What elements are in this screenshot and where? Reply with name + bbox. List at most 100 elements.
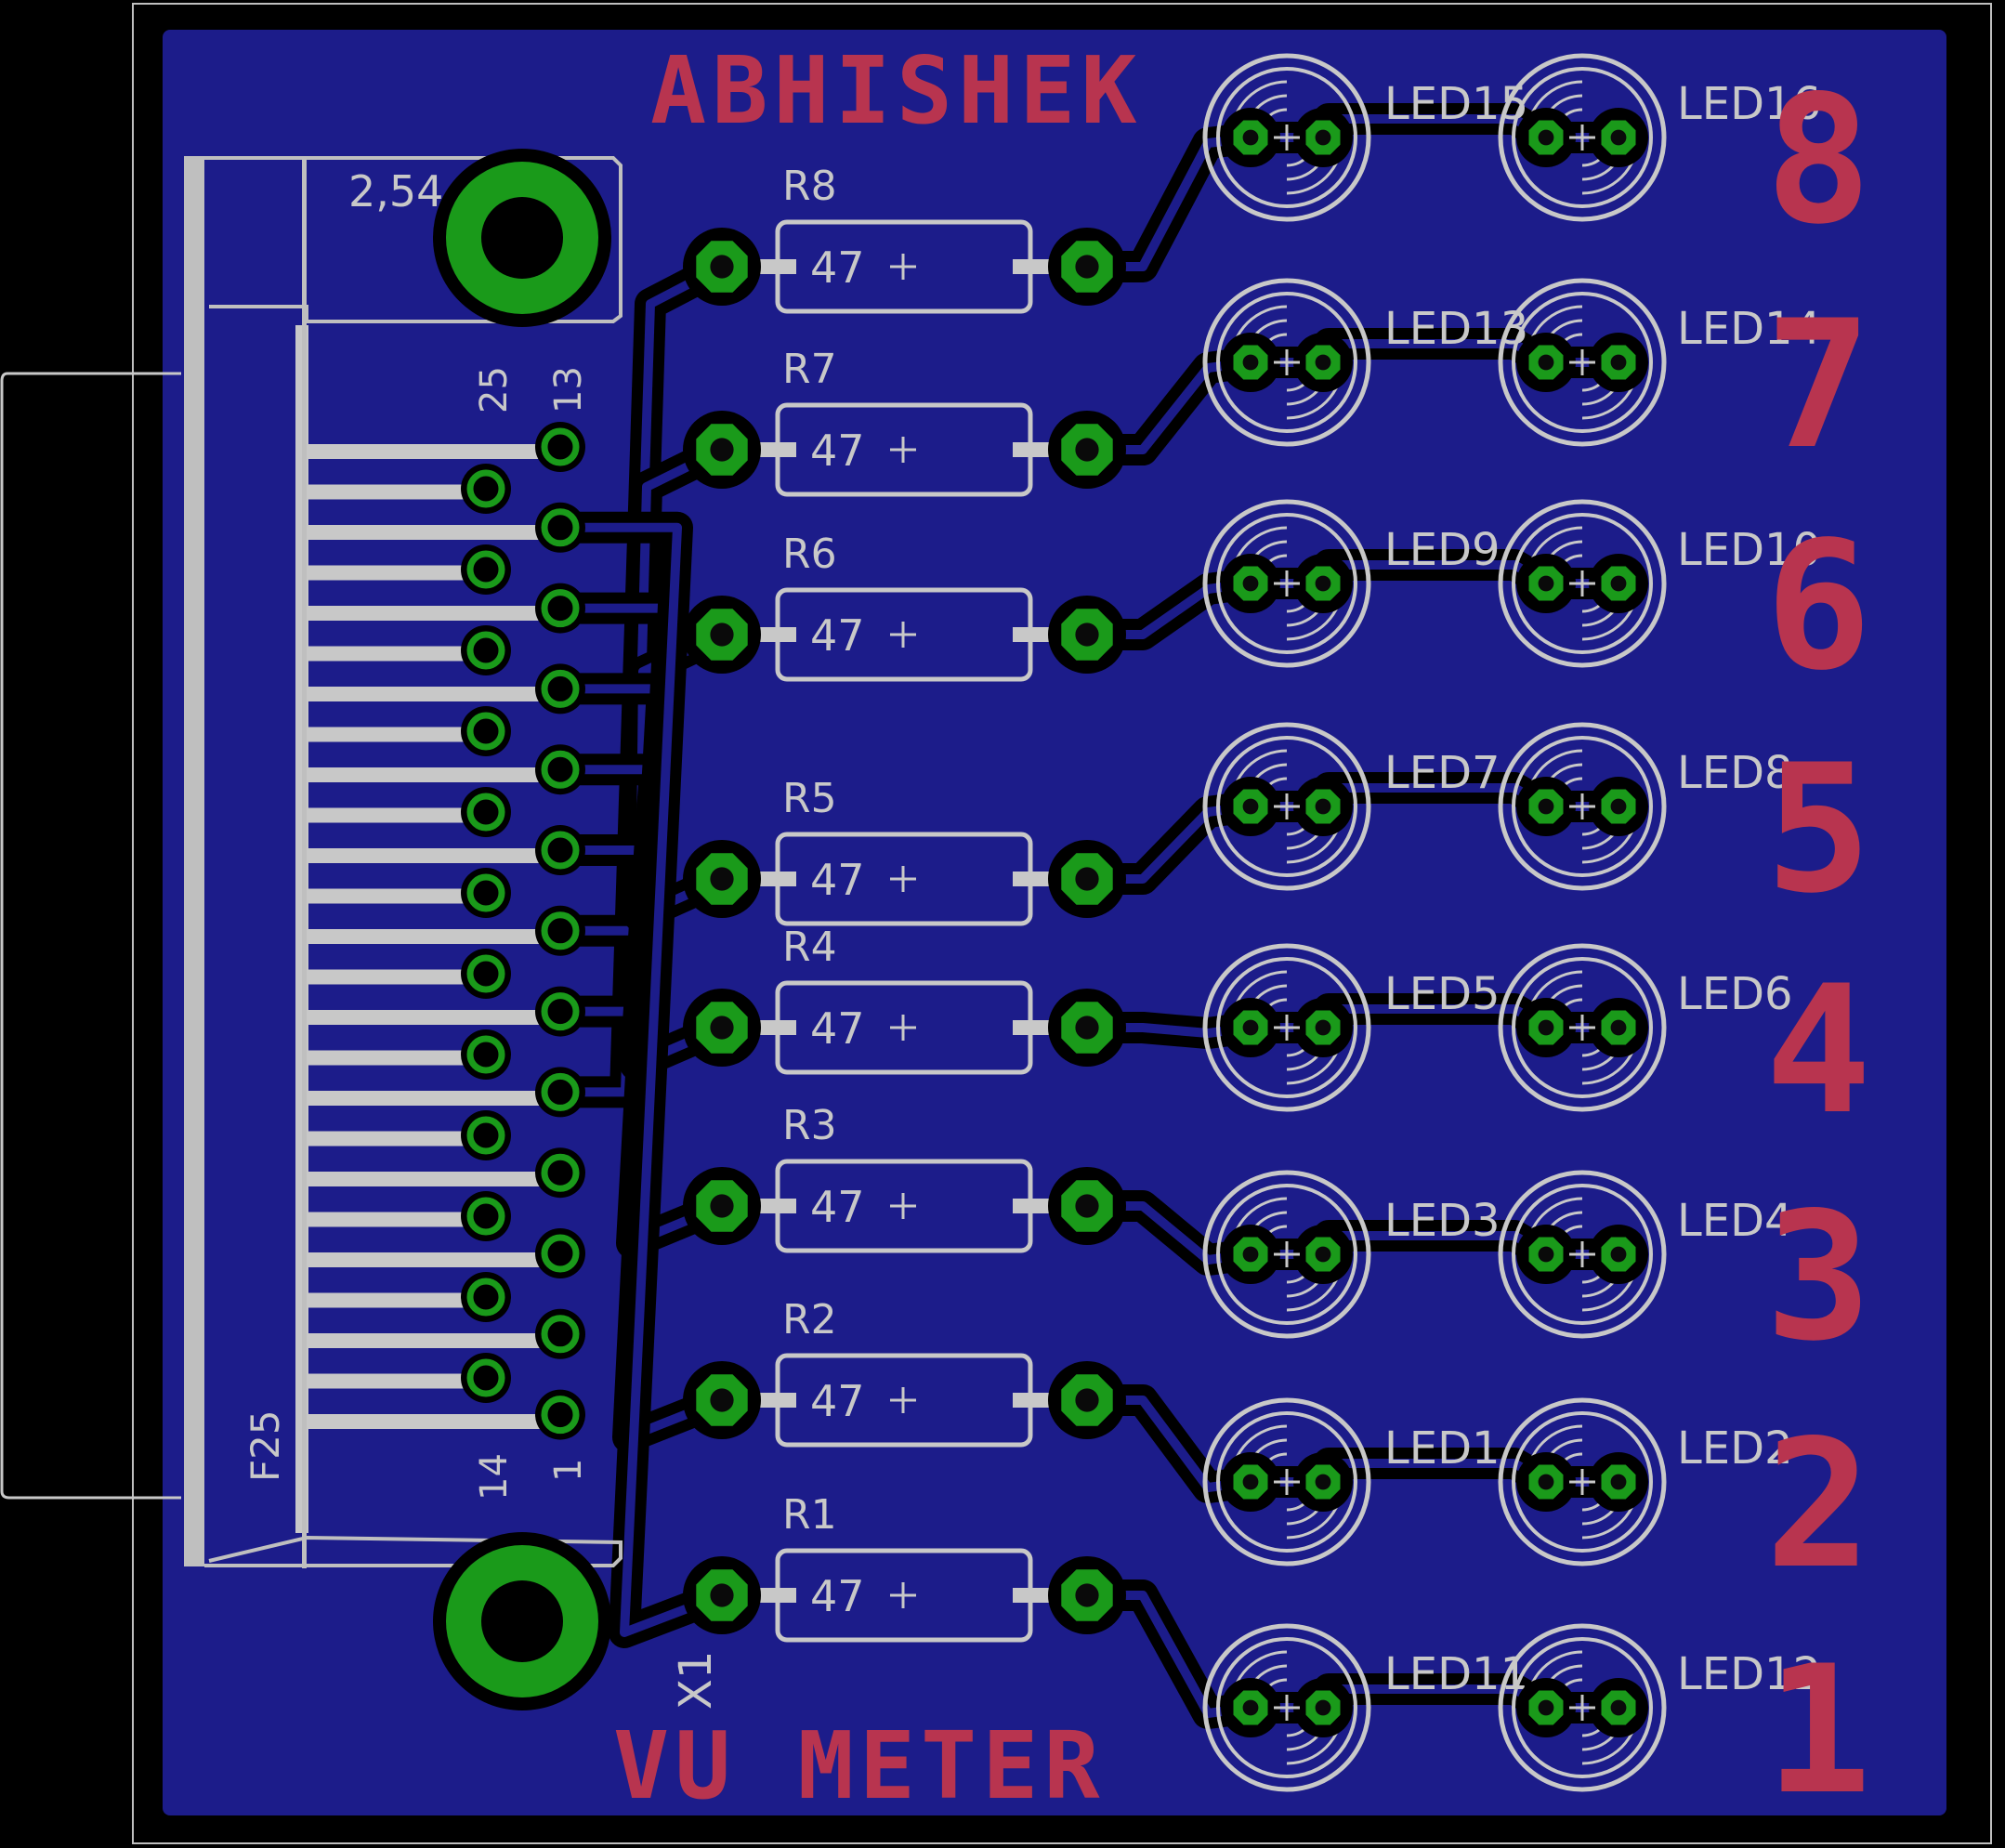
- resistor-pad-right: [1048, 989, 1126, 1067]
- led-led6-origin-mark: [1569, 1015, 1595, 1041]
- led-led8-outline: [1498, 722, 1667, 891]
- led-led6-pad-cathode: [1589, 998, 1648, 1057]
- led-led9-label: LED9: [1384, 524, 1500, 576]
- led-led4-origin-mark: [1569, 1241, 1595, 1267]
- led-led11-pad-anode: [1221, 1678, 1280, 1737]
- led-led13-pad-anode-drill: [1242, 354, 1259, 371]
- connector-pin-top: [541, 1315, 580, 1354]
- resistor-pad-right: [1048, 1167, 1126, 1245]
- led-led6-label: LED6: [1677, 968, 1793, 1020]
- connector-pin-top: [541, 669, 580, 708]
- led-led6-lens: [1512, 957, 1653, 1098]
- led-led15-outline: [1202, 53, 1371, 222]
- led-led11-outline: [1202, 1623, 1371, 1792]
- resistor-pad-left-drill: [710, 867, 734, 891]
- connector-finger: [308, 565, 485, 581]
- led-led16-pad-anode: [1516, 108, 1576, 167]
- resistor-lead-right: [1013, 1199, 1059, 1213]
- led-led12-pad-anode: [1516, 1678, 1576, 1737]
- board-title-bottom: VU METER: [613, 1711, 1106, 1820]
- led-led4-label: LED4: [1677, 1195, 1793, 1247]
- connector-body-bar: [184, 156, 204, 1566]
- led-led11-origin-mark: [1274, 1695, 1300, 1721]
- connector-pin-top: [541, 911, 580, 950]
- resistor-lead-left: [750, 1588, 796, 1603]
- resistor-origin-mark: [890, 622, 916, 648]
- resistor-pad-right: [1048, 1556, 1126, 1634]
- led-led4-pad-anode: [1516, 1225, 1576, 1284]
- led-led16-origin-mark: [1569, 125, 1595, 151]
- resistor-pad-right: [1048, 840, 1126, 918]
- connector-pin-top: [541, 831, 580, 870]
- led-led8-pad-anode-drill: [1538, 798, 1554, 815]
- resistor-pad-left-drill: [710, 1583, 734, 1607]
- led-led5-lens: [1216, 957, 1357, 1098]
- led-led14-label: LED14: [1677, 303, 1821, 355]
- led-led16-pad-cathode: [1589, 108, 1648, 167]
- resistor-value-label: 47: [810, 1376, 865, 1426]
- led-led2-outline: [1498, 1397, 1667, 1566]
- connector-package-label: F25: [242, 1409, 288, 1482]
- resistor-origin-mark: [890, 1387, 916, 1413]
- resistor-pad-right: [1048, 1361, 1126, 1439]
- led-led9: LED9: [1202, 499, 1500, 668]
- connector-finger: [308, 767, 559, 782]
- resistor-value-label: 47: [810, 855, 865, 905]
- led-led15-lens: [1216, 67, 1357, 208]
- led-led15: LED15: [1202, 53, 1528, 222]
- channel-number-3: 3: [1765, 1174, 1871, 1380]
- connector-pin-top: [541, 750, 580, 789]
- led-led14-lens: [1512, 292, 1653, 433]
- connector-pin-bottom: [466, 1278, 505, 1317]
- led-led2: LED2: [1498, 1397, 1793, 1566]
- led-led7-pad-anode: [1221, 777, 1280, 836]
- resistor-origin-mark: [890, 1582, 916, 1608]
- connector-finger: [308, 484, 485, 500]
- connector-finger: [308, 1414, 559, 1429]
- resistor-origin-mark: [890, 437, 916, 463]
- led-led14-pad-cathode: [1589, 333, 1648, 392]
- resistor-origin-mark: [890, 866, 916, 892]
- connector-pin-top: [541, 427, 580, 466]
- led-led16-pad-cathode-drill: [1610, 129, 1627, 146]
- led-led10-pad-cathode-drill: [1610, 575, 1627, 592]
- led-led13-pad-cathode: [1293, 333, 1353, 392]
- led-led8-pad-cathode: [1589, 777, 1648, 836]
- led-led11-pad-cathode: [1293, 1678, 1353, 1737]
- led-led10-lens: [1512, 513, 1653, 654]
- led-led14-pad-anode: [1516, 333, 1576, 392]
- mounting-hole-drill: [481, 1580, 563, 1662]
- led-led15-pad-anode: [1221, 108, 1280, 167]
- resistor-lead-right: [1013, 1020, 1059, 1035]
- led-led2-lens: [1512, 1411, 1653, 1553]
- led-led12-pad-anode-drill: [1538, 1699, 1554, 1716]
- connector-finger: [308, 1010, 559, 1025]
- connector-pin-top: [541, 508, 580, 547]
- led-led7-lens: [1216, 736, 1357, 877]
- connector-finger: [308, 1212, 485, 1227]
- led-led4-pad-cathode-drill: [1610, 1246, 1627, 1263]
- led-led5-outline: [1202, 943, 1371, 1112]
- resistor-ref-label: R2: [782, 1296, 837, 1343]
- led-led8-lens: [1512, 736, 1653, 877]
- resistor-lead-right: [1013, 259, 1059, 274]
- resistor-value-label: 47: [810, 242, 865, 293]
- resistor-pad-left-drill: [710, 1388, 734, 1412]
- resistor-value-label: 47: [810, 1182, 865, 1232]
- connector-finger: [308, 525, 559, 540]
- led-led7-outline: [1202, 722, 1371, 891]
- resistor-pad-left-drill: [710, 1016, 734, 1040]
- connector-finger: [308, 646, 485, 662]
- led-led1-pad-anode: [1221, 1452, 1280, 1512]
- resistor-lead-right: [1013, 872, 1059, 886]
- led-led16-outline: [1498, 53, 1667, 222]
- resistor-pad-right: [1048, 596, 1126, 674]
- connector-finger: [308, 1050, 485, 1066]
- led-led1-origin-mark: [1274, 1469, 1300, 1495]
- resistor-pad-left-drill: [710, 438, 734, 462]
- led-led10-pad-anode: [1516, 554, 1576, 613]
- led-led8-origin-mark: [1569, 793, 1595, 819]
- led-led3-pad-cathode-drill: [1315, 1246, 1331, 1263]
- pin-label-1: 1: [547, 1459, 590, 1482]
